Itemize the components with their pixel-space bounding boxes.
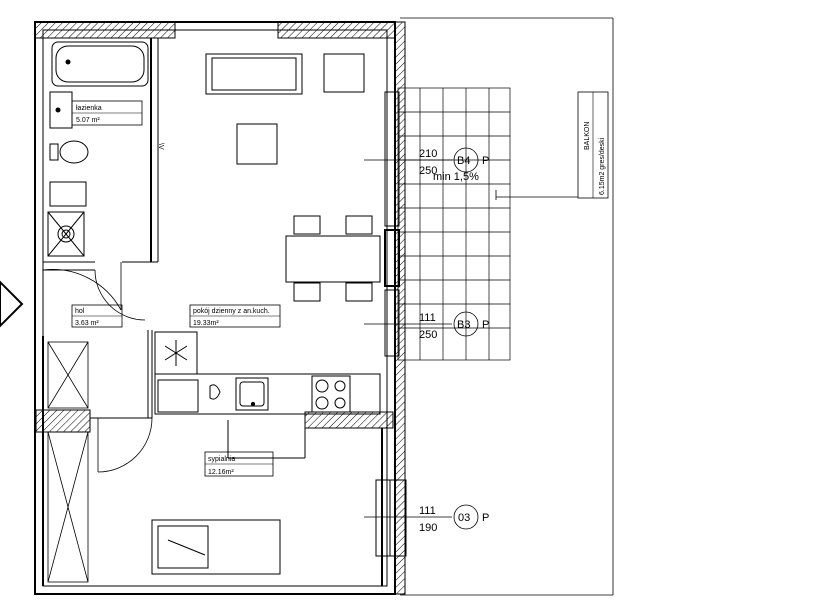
- kitchen: [154, 331, 381, 415]
- room-name-bedroom: sypialnia: [208, 456, 235, 463]
- balcony-area: 6.15m2 gres/deski: [599, 137, 606, 195]
- interior-walls: [42, 38, 383, 586]
- balcony-outline: [400, 17, 614, 596]
- mark-v: \V: [157, 143, 164, 150]
- room-area-hall: 3.63 m²: [75, 320, 99, 327]
- washing-machine: [49, 181, 87, 207]
- room-label-living: pokój dzienny z an.kuch. 19.33m²: [189, 304, 281, 328]
- opening-03-height: 190: [419, 522, 437, 534]
- washbasin: [49, 91, 73, 129]
- bathtub: [51, 41, 149, 87]
- opening-B3: 111 250 B3 P: [364, 311, 489, 341]
- shower: [47, 211, 85, 257]
- opening-03: 111 190 03 P: [364, 504, 489, 534]
- windows: [375, 91, 407, 557]
- opening-03-code: 03: [458, 512, 470, 524]
- room-area-living: 19.33m²: [193, 320, 219, 327]
- opening-B4-code: B4: [457, 155, 470, 167]
- coffee-table: [236, 123, 278, 165]
- sofa: [205, 53, 303, 95]
- room-name-bathroom: łazienka: [76, 105, 102, 112]
- closet: [47, 341, 89, 583]
- room-label-bedroom: sypialnia 12.16m²: [204, 451, 274, 477]
- room-label-bathroom: łazienka 5.07 m²: [71, 100, 143, 126]
- opening-B4-height: 250: [419, 165, 437, 177]
- balcony-tag: BALKON 6.15m2 gres/deski: [496, 91, 609, 199]
- room-area-bedroom: 12.16m²: [208, 469, 234, 476]
- living-furniture: [205, 53, 381, 302]
- opening-B3-height: 250: [419, 329, 437, 341]
- opening-B4-suffix: P: [482, 155, 489, 167]
- balcony-terrace: [397, 87, 511, 361]
- room-area-bathroom: 5.07 m²: [76, 117, 100, 124]
- hatched-walls: [34, 21, 406, 595]
- opening-B3-suffix: P: [482, 319, 489, 331]
- opening-B3-code: B3: [457, 319, 470, 331]
- sink: [235, 377, 269, 411]
- room-name-hall: hol: [75, 308, 85, 315]
- doors: [42, 262, 153, 473]
- entrance-arrow: [0, 280, 24, 328]
- toilet: [59, 140, 89, 164]
- dining-table: [285, 235, 381, 283]
- opening-03-suffix: P: [482, 512, 489, 524]
- opening-B4: 210 250 B4 P: [364, 147, 489, 177]
- balcony-title: BALKON: [584, 122, 591, 150]
- balcony-slope: min 1,5%: [433, 171, 479, 183]
- oven: [157, 379, 199, 413]
- room-label-hall: hol 3.63 m²: [71, 304, 123, 328]
- stove: [311, 375, 351, 413]
- opening-03-width: 111: [419, 505, 436, 517]
- bathroom-fixtures: [47, 41, 149, 257]
- opening-B4-width: 210: [419, 148, 437, 160]
- armchair: [323, 53, 365, 93]
- room-name-living: pokój dzienny z an.kuch.: [193, 308, 270, 315]
- dishwasher: [209, 384, 221, 400]
- bed: [151, 519, 281, 575]
- opening-B3-width: 111: [419, 312, 436, 324]
- bedroom: [151, 420, 306, 575]
